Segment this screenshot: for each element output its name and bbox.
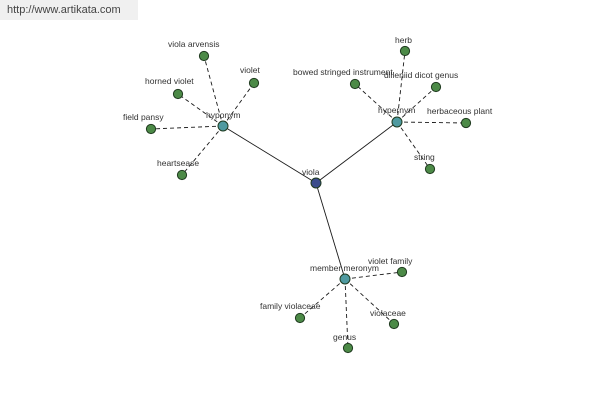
node-violet-family[interactable] [396,266,408,278]
node-hypernym[interactable] [391,116,403,128]
label-family-violaceae: family violaceae [260,301,321,311]
node-string[interactable] [424,163,436,175]
edges [150,50,467,349]
label-horned-violet: horned violet [145,76,194,86]
node-violet[interactable] [248,77,260,89]
label-violet: violet [240,65,260,75]
node-family-violaceae[interactable] [294,312,306,324]
node-field-pansy[interactable] [145,123,157,135]
node-bowed-stringed-instrument[interactable] [349,78,361,90]
edge-hyponym-viola-arvensis [203,55,224,127]
node-herbaceous-plant[interactable] [460,117,472,129]
label-field-pansy: field pansy [123,112,164,122]
edge-viola-hyponym [222,125,317,184]
watermark-url: http://www.artikata.com [0,0,138,20]
node-violaceae[interactable] [388,318,400,330]
edge-hyponym-violet [222,82,255,127]
edge-member-meronym-family-violaceae [299,278,346,319]
label-string: string [414,152,435,162]
node-herb[interactable] [399,45,411,57]
node-genus[interactable] [342,342,354,354]
edge-member-meronym-genus [344,278,349,349]
edge-hyponym-field-pansy [150,125,224,130]
labels: viola arvensis violet horned violet field p… [123,35,493,342]
label-violet-family: violet family [368,256,413,266]
node-member-meronym[interactable] [339,273,351,285]
edge-hypernym-dilleniid-dicot-genus [396,86,437,123]
edge-hypernym-string [396,121,431,170]
label-herbaceous-plant: herbaceous plant [427,106,493,116]
label-heartsease: heartsease [157,158,199,168]
label-violaceae: violaceae [370,308,406,318]
edge-viola-member-meronym [315,182,346,280]
node-hyponym[interactable] [217,120,229,132]
label-hyponym: hyponym [206,110,241,120]
nodes [145,45,472,354]
label-bowed-stringed-instrument: bowed stringed instrument [293,67,393,77]
node-heartsease[interactable] [176,169,188,181]
node-dilleniid-dicot-genus[interactable] [430,81,442,93]
node-viola-arvensis[interactable] [198,50,210,62]
label-viola-arvensis: viola arvensis [168,39,220,49]
label-viola: viola [302,167,320,177]
node-viola[interactable] [310,177,322,189]
node-horned-violet[interactable] [172,88,184,100]
label-dilleniid-dicot-genus: dilleniid dicot genus [384,70,458,80]
edge-hyponym-horned-violet [177,93,224,127]
edge-member-meronym-violet-family [344,271,403,280]
edge-hypernym-herb [396,50,406,123]
label-hypernym: hypernym [378,105,415,115]
label-genus: genus [333,332,356,342]
edge-hypernym-herbaceous-plant [396,121,467,124]
edge-hypernym-bowed-stringed-instrument [354,83,398,123]
label-member-meronym: member meronym [310,263,379,273]
edge-viola-hypernym [315,121,398,184]
edge-hyponym-heartsease [181,125,224,176]
label-herb: herb [395,35,412,45]
